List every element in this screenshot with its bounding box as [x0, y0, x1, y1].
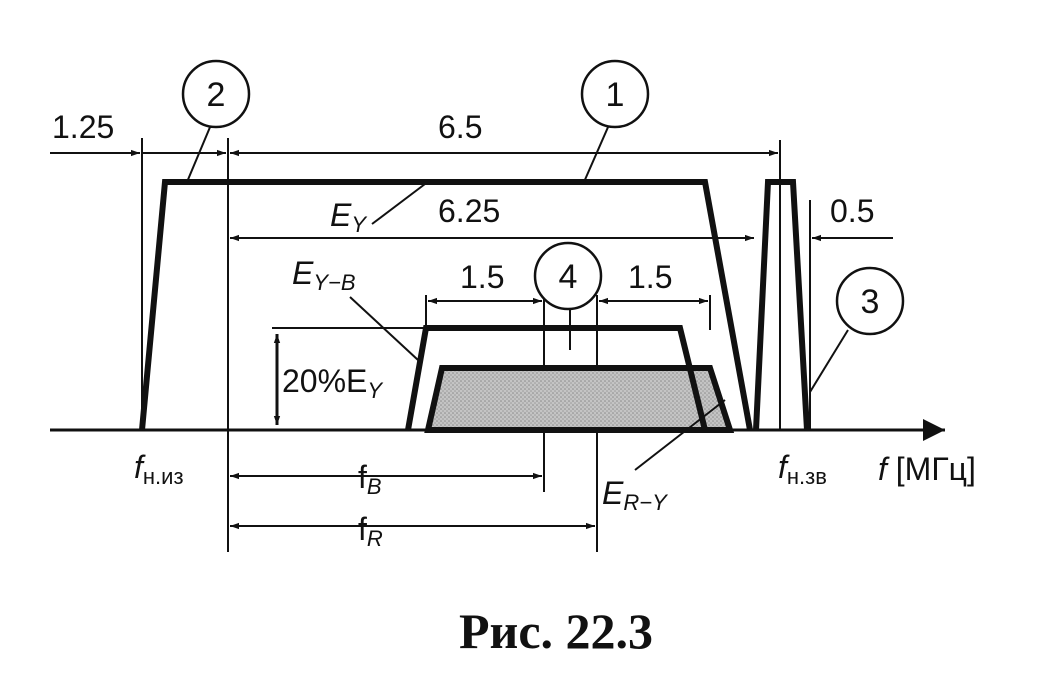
- marker-label-3: 3: [861, 283, 880, 321]
- leader-er-y: [634, 399, 726, 471]
- leader-ey: [371, 183, 426, 225]
- label-ey-b: EY−B: [292, 255, 356, 295]
- leader-circle-1: [583, 117, 613, 183]
- er-y-spectrum: [424, 365, 735, 433]
- label-f-n-iz: fн.из: [134, 449, 184, 489]
- dim-label-6-5: 6.5: [438, 109, 482, 145]
- marker-label-1: 1: [606, 76, 625, 114]
- dim-label-1-25: 1.25: [52, 109, 114, 145]
- axis-label: f [МГц]: [878, 451, 976, 487]
- dim-label-0-5: 0.5: [830, 193, 874, 229]
- dim-label-1-5-right: 1.5: [628, 259, 672, 295]
- leader-ey-b: [349, 296, 419, 361]
- label-er-y: ER−Y: [602, 475, 668, 515]
- marker-circle-1: [580, 59, 650, 129]
- sound-spectrum: [753, 179, 810, 431]
- label-fr: fR: [358, 511, 383, 551]
- leader-circle-2: [186, 119, 214, 183]
- luminance-spectrum: [139, 179, 753, 431]
- label-f-n-zv: fн.зв: [778, 449, 827, 489]
- leader-circle-3: [809, 329, 849, 393]
- label-ey: EY: [330, 197, 367, 237]
- figure-caption: Рис. 22.3: [459, 603, 653, 659]
- dim-label-6-25: 6.25: [438, 193, 500, 229]
- ey-b-spectrum: [405, 325, 708, 431]
- marker-circle-2: [181, 59, 251, 129]
- label-20pct-ey: 20%EY: [282, 363, 383, 403]
- marker-circle-4: [533, 241, 603, 311]
- label-fb: fB: [358, 459, 382, 499]
- marker-circle-3: [835, 266, 905, 336]
- marker-label-2: 2: [207, 76, 226, 114]
- marker-label-4: 4: [559, 258, 578, 296]
- dim-label-1-5-left: 1.5: [460, 259, 504, 295]
